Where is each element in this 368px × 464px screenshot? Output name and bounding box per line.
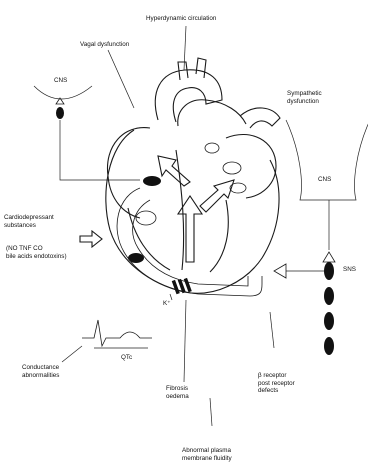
left-atrium xyxy=(226,134,276,198)
membrane-callout-line xyxy=(210,398,212,426)
qtc-label: QTc xyxy=(121,354,132,362)
vagal-dysfunction-label: Vagal dysfunction xyxy=(80,41,129,49)
arrow-upward-center xyxy=(178,196,202,262)
mediators-label: (NO TNF CO bile acids endotoxins) xyxy=(6,245,67,260)
potassium-label: K⁺ xyxy=(163,300,171,308)
arrow-right-diagonal xyxy=(200,180,234,212)
arrow-left-diagonal xyxy=(158,156,190,186)
left-cns-label: CNS xyxy=(54,77,67,85)
aorta xyxy=(155,70,222,122)
pulmonary-trunk xyxy=(178,100,246,126)
aortic-branch-2 xyxy=(196,58,206,78)
right-cns-bell xyxy=(286,120,368,200)
left-cns-arc xyxy=(34,86,92,99)
conduction-pathway-inner xyxy=(133,200,248,286)
arrow-cardiodepressant xyxy=(80,231,102,247)
sns-ganglion-3 xyxy=(324,312,334,330)
right-sns-group xyxy=(270,120,368,355)
receptor-callout-line xyxy=(270,312,274,348)
left-cns-group xyxy=(34,50,140,180)
left-ventricle-wall xyxy=(210,200,228,272)
sa-node xyxy=(143,176,161,186)
heart-outline xyxy=(106,130,279,293)
fibrosis-callout-line xyxy=(184,300,186,382)
hyperdynamic-circulation-label: Hyperdynamic circulation xyxy=(146,15,216,23)
ecg-waveform xyxy=(82,320,152,346)
vagal-nerve-line xyxy=(60,120,140,180)
heart-arrows xyxy=(80,156,234,262)
sns-receptor-triangle xyxy=(274,264,286,278)
vagal-nerve-node xyxy=(56,107,64,119)
sns-ganglion-4 xyxy=(324,337,334,355)
sns-label: SNS xyxy=(343,266,356,274)
conduction-system xyxy=(117,176,262,296)
sns-arrow-up xyxy=(323,252,335,262)
valve-mid xyxy=(205,143,219,153)
aortic-branch-1 xyxy=(178,62,188,80)
conductance-abnormalities-label: Conductance abnormalities xyxy=(22,364,59,379)
membrane-fluidity-label: Abnormal plasma membrane fluidity xyxy=(182,447,232,462)
pulmonary-artery-right xyxy=(240,108,280,128)
receptor-defects-label: β receptor post receptor defects xyxy=(258,372,295,395)
valve-left-upper xyxy=(223,162,241,174)
right-cns-label: CNS xyxy=(318,176,331,184)
sns-ganglion-1 xyxy=(324,262,334,280)
sympathetic-dysfunction-label: Sympathetic dysfunction xyxy=(287,90,322,105)
interventricular-septum xyxy=(176,150,184,270)
conductance-callout-line xyxy=(62,346,82,362)
cardiodepressant-label: Cardiodepressant substances xyxy=(4,214,54,229)
ecg-trace xyxy=(62,320,152,362)
fibrosis-oedema-label: Fibrosis oedema xyxy=(166,385,189,400)
sns-ganglion-2 xyxy=(324,287,334,305)
vagal-callout-line xyxy=(108,50,134,108)
